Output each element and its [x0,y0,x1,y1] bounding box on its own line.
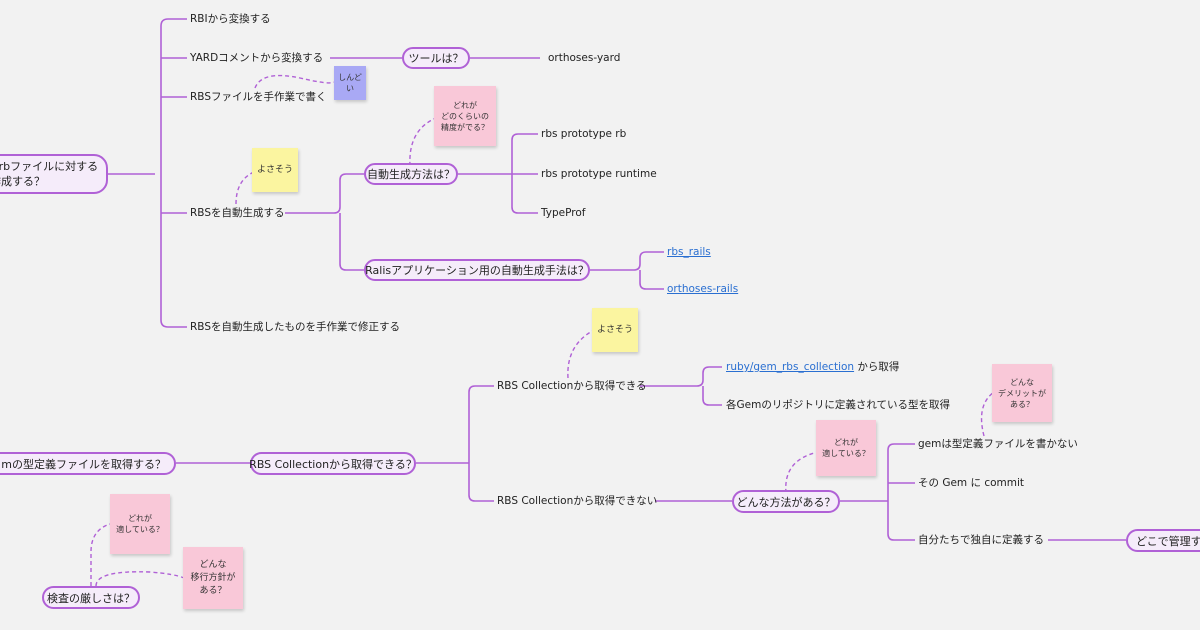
edge-shindoi [254,74,335,89]
node-proto-rb[interactable]: rbs prototype rb [541,128,627,140]
gem-collection-suffix: から取得 [854,361,900,373]
node-gem-collection: ruby/gem_rbs_collection から取得 [726,360,899,374]
root-topic-line1: Orbファイルに対する [0,160,99,173]
sticky-yosasou-1[interactable]: よさそう [252,148,298,192]
edge-yes-children [640,366,722,406]
sticky-shindoi-line1: しんど [338,73,362,82]
node-gem-repo[interactable]: 各Gemのリポジトリに定義されている型を取得 [726,399,951,411]
edge-auto-methods [285,173,364,271]
node-orthoses-yard[interactable]: orthoses-yard [548,52,621,64]
sticky-accuracy-line1: どれが [453,100,477,110]
root-topic-pill[interactable]: Orbファイルに対する 作成する？ [0,154,108,194]
sticky-accuracy-line3: 精度がでる？ [441,122,489,132]
sticky-migration-line3: ある？ [199,585,227,596]
sticky-suited-2-line1: どれが [128,514,152,523]
edge-collection-branches [468,385,494,502]
sticky-demerit[interactable]: どんな デメリットが ある？ [992,364,1052,422]
sticky-shindoi-line2: い [346,84,354,93]
node-rbi-convert[interactable]: RBIから変換する [190,13,271,25]
node-how-pill[interactable]: どんな方法がある？ [732,490,840,513]
node-collection-no[interactable]: RBS Collectionから取得できない [497,495,658,507]
edge-suited2 [90,523,111,586]
sticky-demerit-line1: どんな [1010,377,1034,387]
node-typeprof[interactable]: TypeProf [541,207,586,219]
node-collection-pill[interactable]: RBS Collectionから取得できる？ [249,452,417,475]
node-rbs-manual[interactable]: RBSファイルを手作業で書く [190,91,327,103]
node-yard-convert[interactable]: YARDコメントから変換する [190,52,324,64]
sticky-accuracy-line2: どのくらいの [441,111,489,121]
node-collection-yes[interactable]: RBS Collectionから取得できる [497,380,647,392]
node-strict-pill[interactable]: 検査の厳しさは？ [42,586,140,609]
edge-method-children [458,133,538,214]
sticky-accuracy[interactable]: どれが どのくらいの 精度がでる？ [434,86,496,146]
edge-rails-children [590,251,664,290]
node-tool-pill[interactable]: ツールは？ [402,47,470,69]
root-topic-line2: 作成する？ [0,175,45,188]
node-auto-method-pill[interactable]: 自動生成方法は？ [364,163,458,185]
sticky-shindoi[interactable]: しんど い [334,66,366,100]
node-rbs-auto[interactable]: RBSを自動生成する [190,207,285,219]
node-rbs-auto-fix[interactable]: RBSを自動生成したものを手作業で修正する [190,321,400,333]
sticky-suited-1[interactable]: どれが 適している？ [816,420,876,476]
node-proto-runtime[interactable]: rbs prototype runtime [541,168,657,180]
sticky-yosasou-1-text: よさそう [256,164,293,175]
node-own-define[interactable]: 自分たちで独自に定義する [918,534,1044,546]
sticky-migration-line2: 移行方針が [190,572,236,583]
edge-yosasou1 [235,171,255,205]
edge-migration [95,571,185,587]
edge-suited1 [785,451,819,494]
node-gem-pill[interactable]: mの型定義ファイルを取得する？ [0,452,176,475]
sticky-yosasou-2[interactable]: よさそう [592,308,638,352]
node-where-pill[interactable]: どこで管理する [1126,529,1200,552]
edge-demerit [980,391,995,437]
sticky-migration-line1: どんな [199,559,227,570]
edge-how-children [887,443,915,541]
edge-root-trunk [108,18,187,328]
link-gem-rbs-collection[interactable]: ruby/gem_rbs_collection [726,361,855,373]
sticky-demerit-line2: デメリットが [998,388,1046,398]
sticky-suited-1-line2: 適している？ [822,449,870,458]
sticky-demerit-line3: ある？ [1010,399,1034,409]
link-rbs-rails[interactable]: rbs_rails [667,246,711,258]
sticky-suited-1-line1: どれが [834,438,858,447]
edge-yosasou2 [567,329,595,379]
node-gem-no-types[interactable]: gemは型定義ファイルを書かない [918,438,1078,450]
link-orthoses-rails[interactable]: orthoses-rails [667,283,739,295]
sticky-suited-2[interactable]: どれが 適している？ [110,494,170,554]
sticky-suited-2-line2: 適している？ [116,525,164,534]
sticky-migration[interactable]: どんな 移行方針が ある？ [183,547,243,609]
edge-accuracy [409,117,437,167]
sticky-yosasou-2-text: よさそう [596,324,633,335]
node-commit[interactable]: その Gem に commit [918,477,1025,489]
node-rails-pill[interactable]: Ralisアプリケーション用の自動生成手法は？ [364,259,590,281]
